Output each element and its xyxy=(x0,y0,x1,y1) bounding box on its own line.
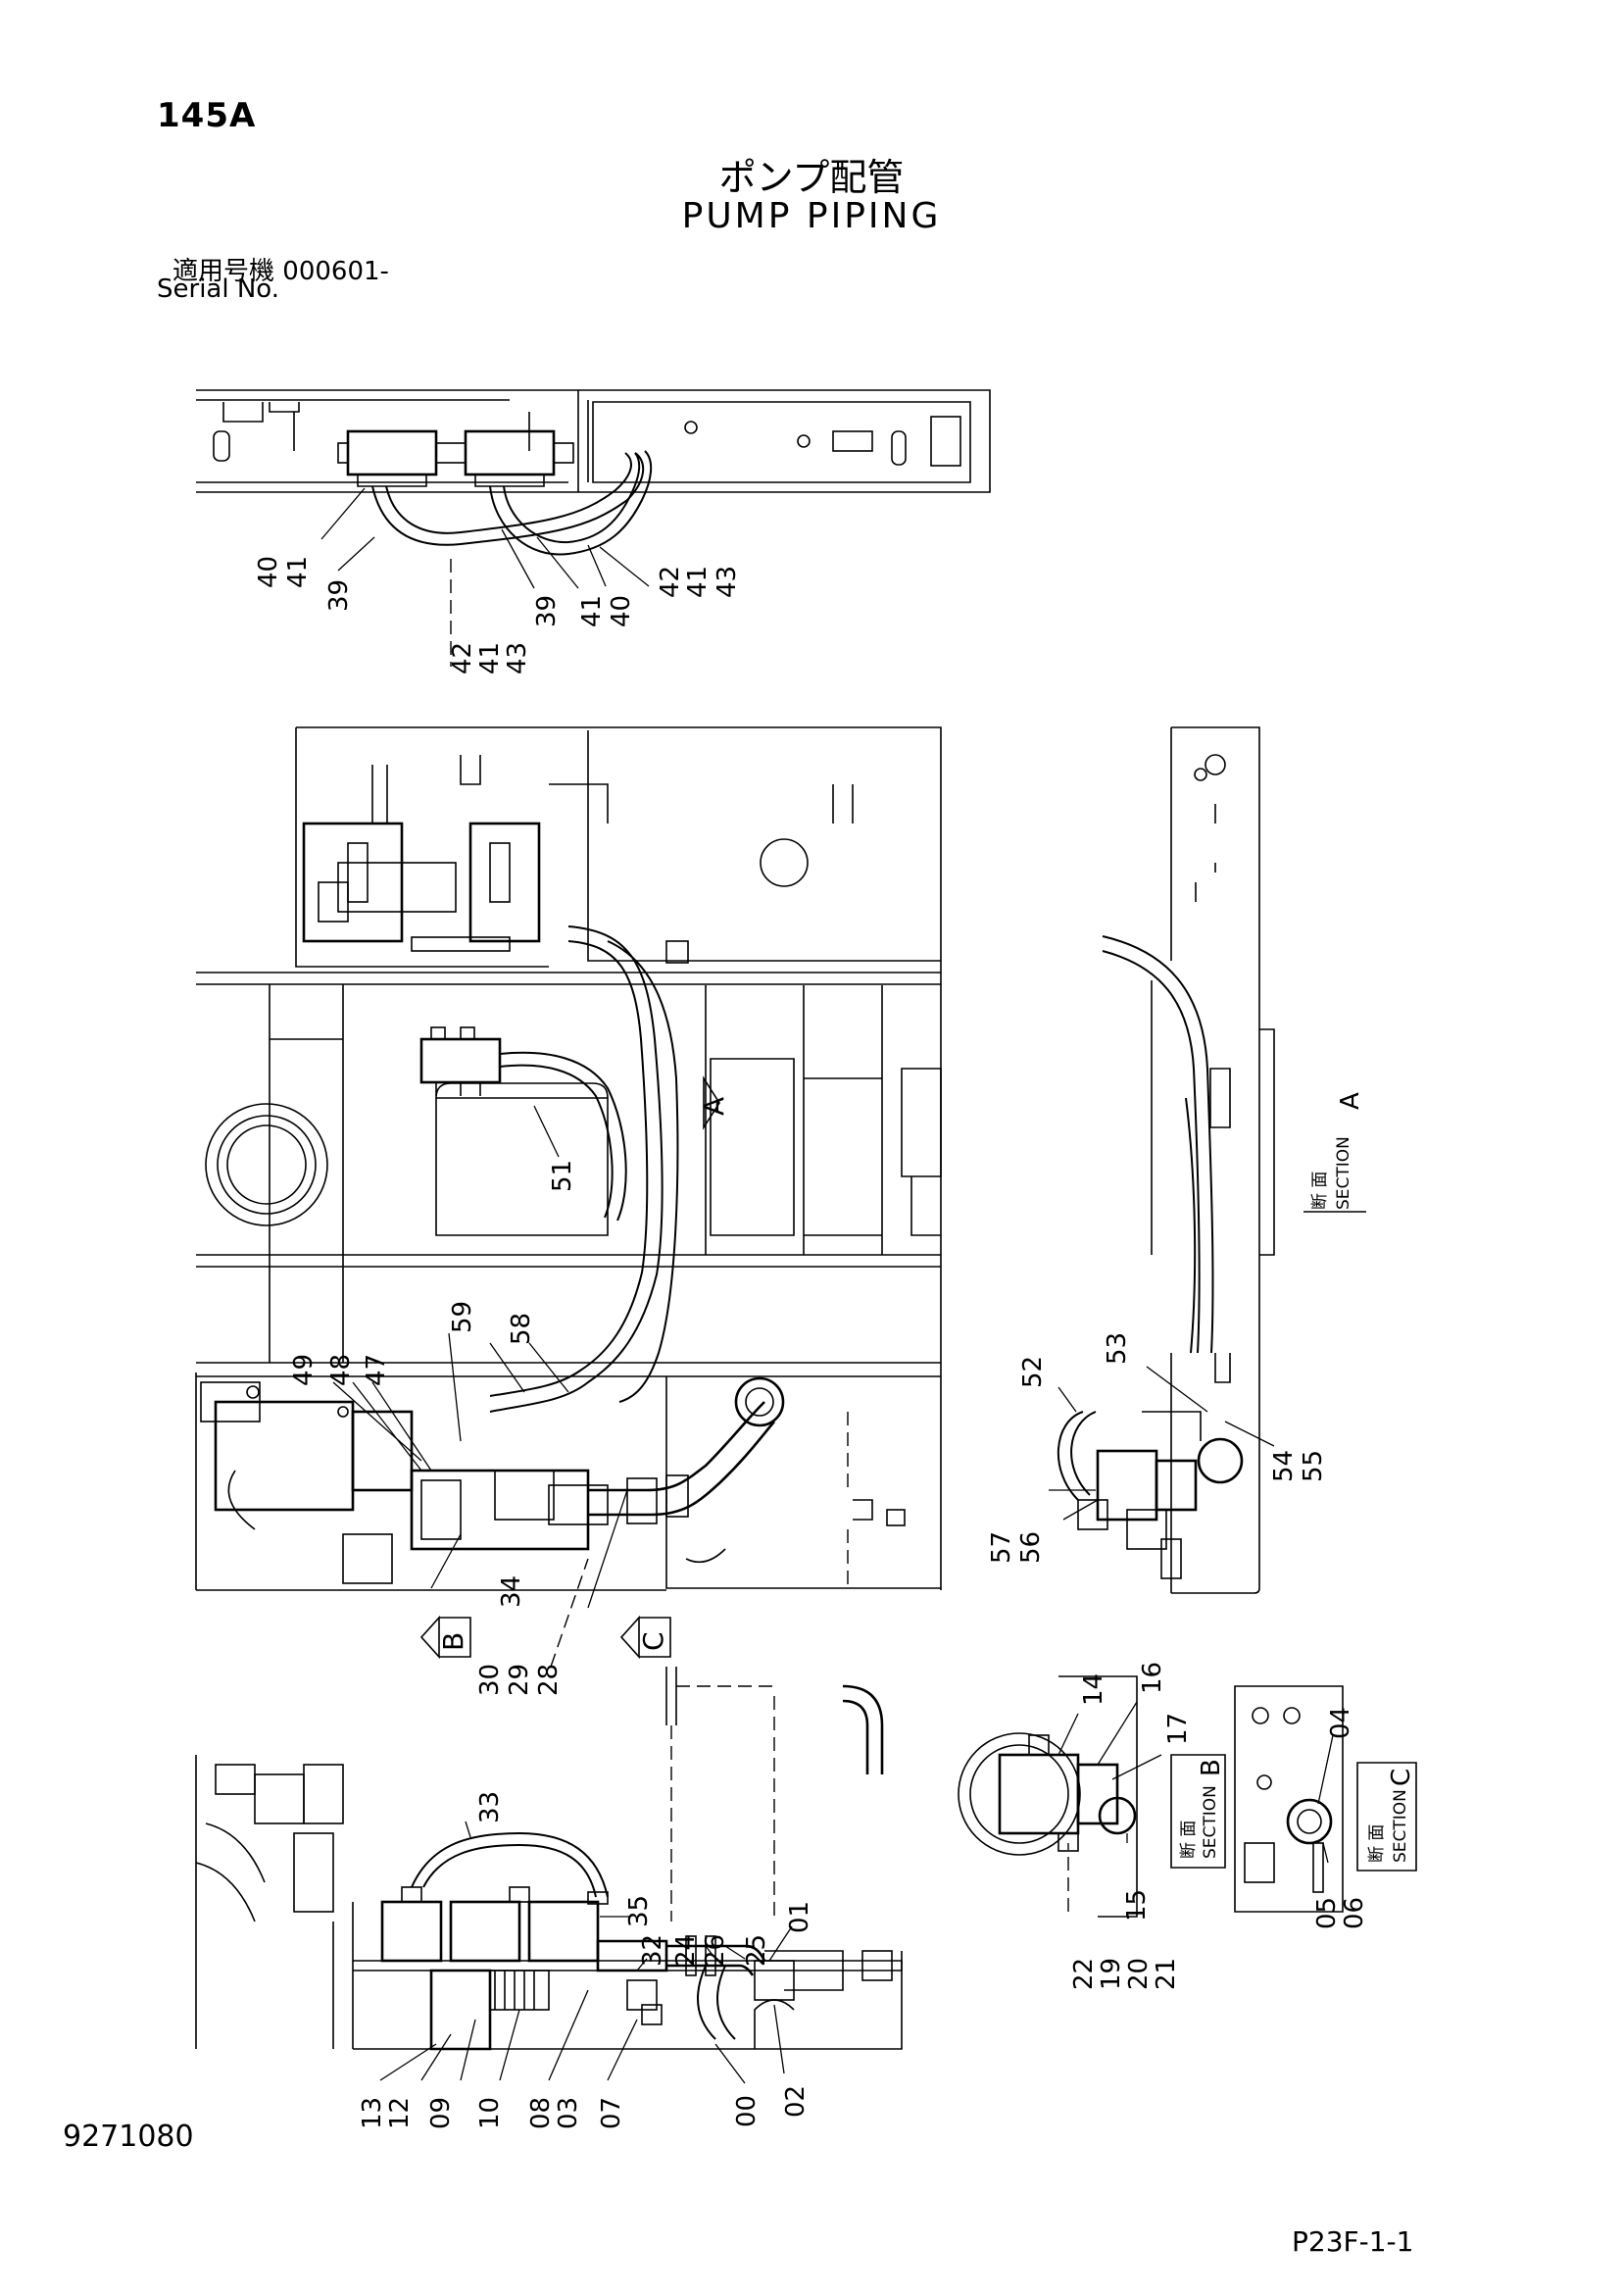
section-c-view: 断 面 SECTION C xyxy=(1234,1685,1417,1913)
top-view xyxy=(196,389,991,667)
bottom-labels: 33 35 32 24 26 25 01 13 12 09 10 08 03 0… xyxy=(358,1791,814,2129)
part-label: 34 xyxy=(497,1575,526,1608)
section-a-view: 断 面 SECTION A xyxy=(1049,726,1366,1594)
part-label: 35 xyxy=(624,1895,654,1927)
section-a-labels: 52 53 54 55 57 56 xyxy=(987,1332,1328,1564)
part-label: 15 xyxy=(1122,1889,1152,1922)
part-label: 40 xyxy=(254,556,283,588)
part-label: 55 xyxy=(1299,1450,1328,1482)
section-b-en: SECTION xyxy=(1201,1785,1220,1859)
part-label: 28 xyxy=(534,1664,564,1696)
part-label: 01 xyxy=(785,1901,814,1933)
part-label: 25 xyxy=(742,1934,771,1967)
part-label: 30 xyxy=(475,1664,505,1696)
document-number: 9271080 xyxy=(63,2120,194,2154)
section-c-letter: C xyxy=(1387,1769,1416,1786)
part-label: 24 xyxy=(671,1934,701,1967)
part-label: 41 xyxy=(683,566,713,598)
serial-label-english: Serial No. xyxy=(157,275,279,304)
part-label: 33 xyxy=(475,1791,505,1823)
part-label: 09 xyxy=(426,2097,456,2129)
part-label: 07 xyxy=(597,2097,626,2129)
part-label: 39 xyxy=(532,595,562,627)
part-label: 59 xyxy=(448,1301,477,1333)
part-label: 42 xyxy=(448,642,477,674)
part-label: 41 xyxy=(283,556,313,588)
part-label: 03 xyxy=(554,2097,583,2129)
part-label: 04 xyxy=(1326,1707,1355,1739)
section-a-letter: A xyxy=(1336,1092,1365,1110)
part-label: 19 xyxy=(1097,1958,1126,1990)
part-label: 00 xyxy=(732,2095,762,2127)
serial-value: 000601- xyxy=(282,257,389,286)
part-label: 39 xyxy=(324,579,354,612)
part-label: 57 xyxy=(987,1531,1016,1564)
part-label: 02 xyxy=(781,2085,811,2118)
part-label: 56 xyxy=(1016,1531,1046,1564)
section-b-labels: 14 16 17 15 22 19 20 21 xyxy=(1069,1662,1193,1990)
part-label: 20 xyxy=(1124,1958,1154,1990)
serial-line-japanese: 適用号機 000601- xyxy=(172,251,389,287)
part-label: 08 xyxy=(526,2097,556,2129)
model-code: 145A xyxy=(157,96,257,135)
part-label: 22 xyxy=(1069,1958,1099,1990)
part-label: 26 xyxy=(701,1934,730,1967)
page-code: P23F-1-1 xyxy=(1292,2225,1414,2258)
part-label: 16 xyxy=(1138,1662,1167,1694)
part-label: 42 xyxy=(656,566,685,598)
plan-view: A B xyxy=(195,726,942,1668)
middle-labels: 51 59 58 49 48 47 34 30 29 28 xyxy=(289,1160,577,1696)
part-label: 43 xyxy=(503,642,532,674)
part-label: 21 xyxy=(1152,1958,1181,1990)
part-label: 47 xyxy=(362,1354,391,1386)
part-label: 06 xyxy=(1340,1897,1369,1929)
serial-label-jp: 適用号機 xyxy=(172,257,275,286)
view-marker-b: B xyxy=(437,1632,469,1651)
part-label: 53 xyxy=(1103,1332,1132,1365)
bottom-view xyxy=(195,1667,903,2084)
part-label: 29 xyxy=(505,1664,534,1696)
part-label: 43 xyxy=(713,566,742,598)
part-label: 58 xyxy=(507,1313,536,1345)
view-marker-c: C xyxy=(637,1631,669,1651)
part-label: 54 xyxy=(1269,1450,1299,1482)
part-label: 05 xyxy=(1312,1897,1342,1929)
top-labels: 40 41 39 42 41 43 39 41 40 42 41 43 xyxy=(254,556,742,674)
part-label: 41 xyxy=(577,595,607,627)
section-c-jp: 断 面 xyxy=(1367,1824,1387,1863)
part-label: 48 xyxy=(326,1354,356,1386)
part-label: 40 xyxy=(607,595,636,627)
part-label: 13 xyxy=(358,2097,387,2129)
part-label: 49 xyxy=(289,1354,319,1386)
part-label: 51 xyxy=(548,1160,577,1192)
view-marker-a: A xyxy=(698,1097,730,1116)
section-c-en: SECTION xyxy=(1391,1789,1410,1863)
part-label: 32 xyxy=(638,1934,667,1967)
section-c-labels: 04 05 06 xyxy=(1312,1707,1369,1929)
section-a-jp: 断 面 xyxy=(1310,1172,1330,1210)
part-label: 52 xyxy=(1018,1356,1048,1388)
section-b-view: 断 面 SECTION B xyxy=(958,1675,1226,1918)
part-label: 10 xyxy=(475,2097,505,2129)
part-label: 17 xyxy=(1163,1713,1193,1745)
part-label: 14 xyxy=(1079,1673,1108,1706)
part-label: 12 xyxy=(385,2097,415,2129)
section-b-jp: 断 面 xyxy=(1179,1821,1199,1859)
part-label: 41 xyxy=(475,642,505,674)
section-a-en: SECTION xyxy=(1334,1136,1353,1210)
title-english: PUMP PIPING xyxy=(681,196,942,236)
title-japanese: ポンプ配管 xyxy=(718,156,905,199)
section-b-letter: B xyxy=(1197,1759,1226,1776)
